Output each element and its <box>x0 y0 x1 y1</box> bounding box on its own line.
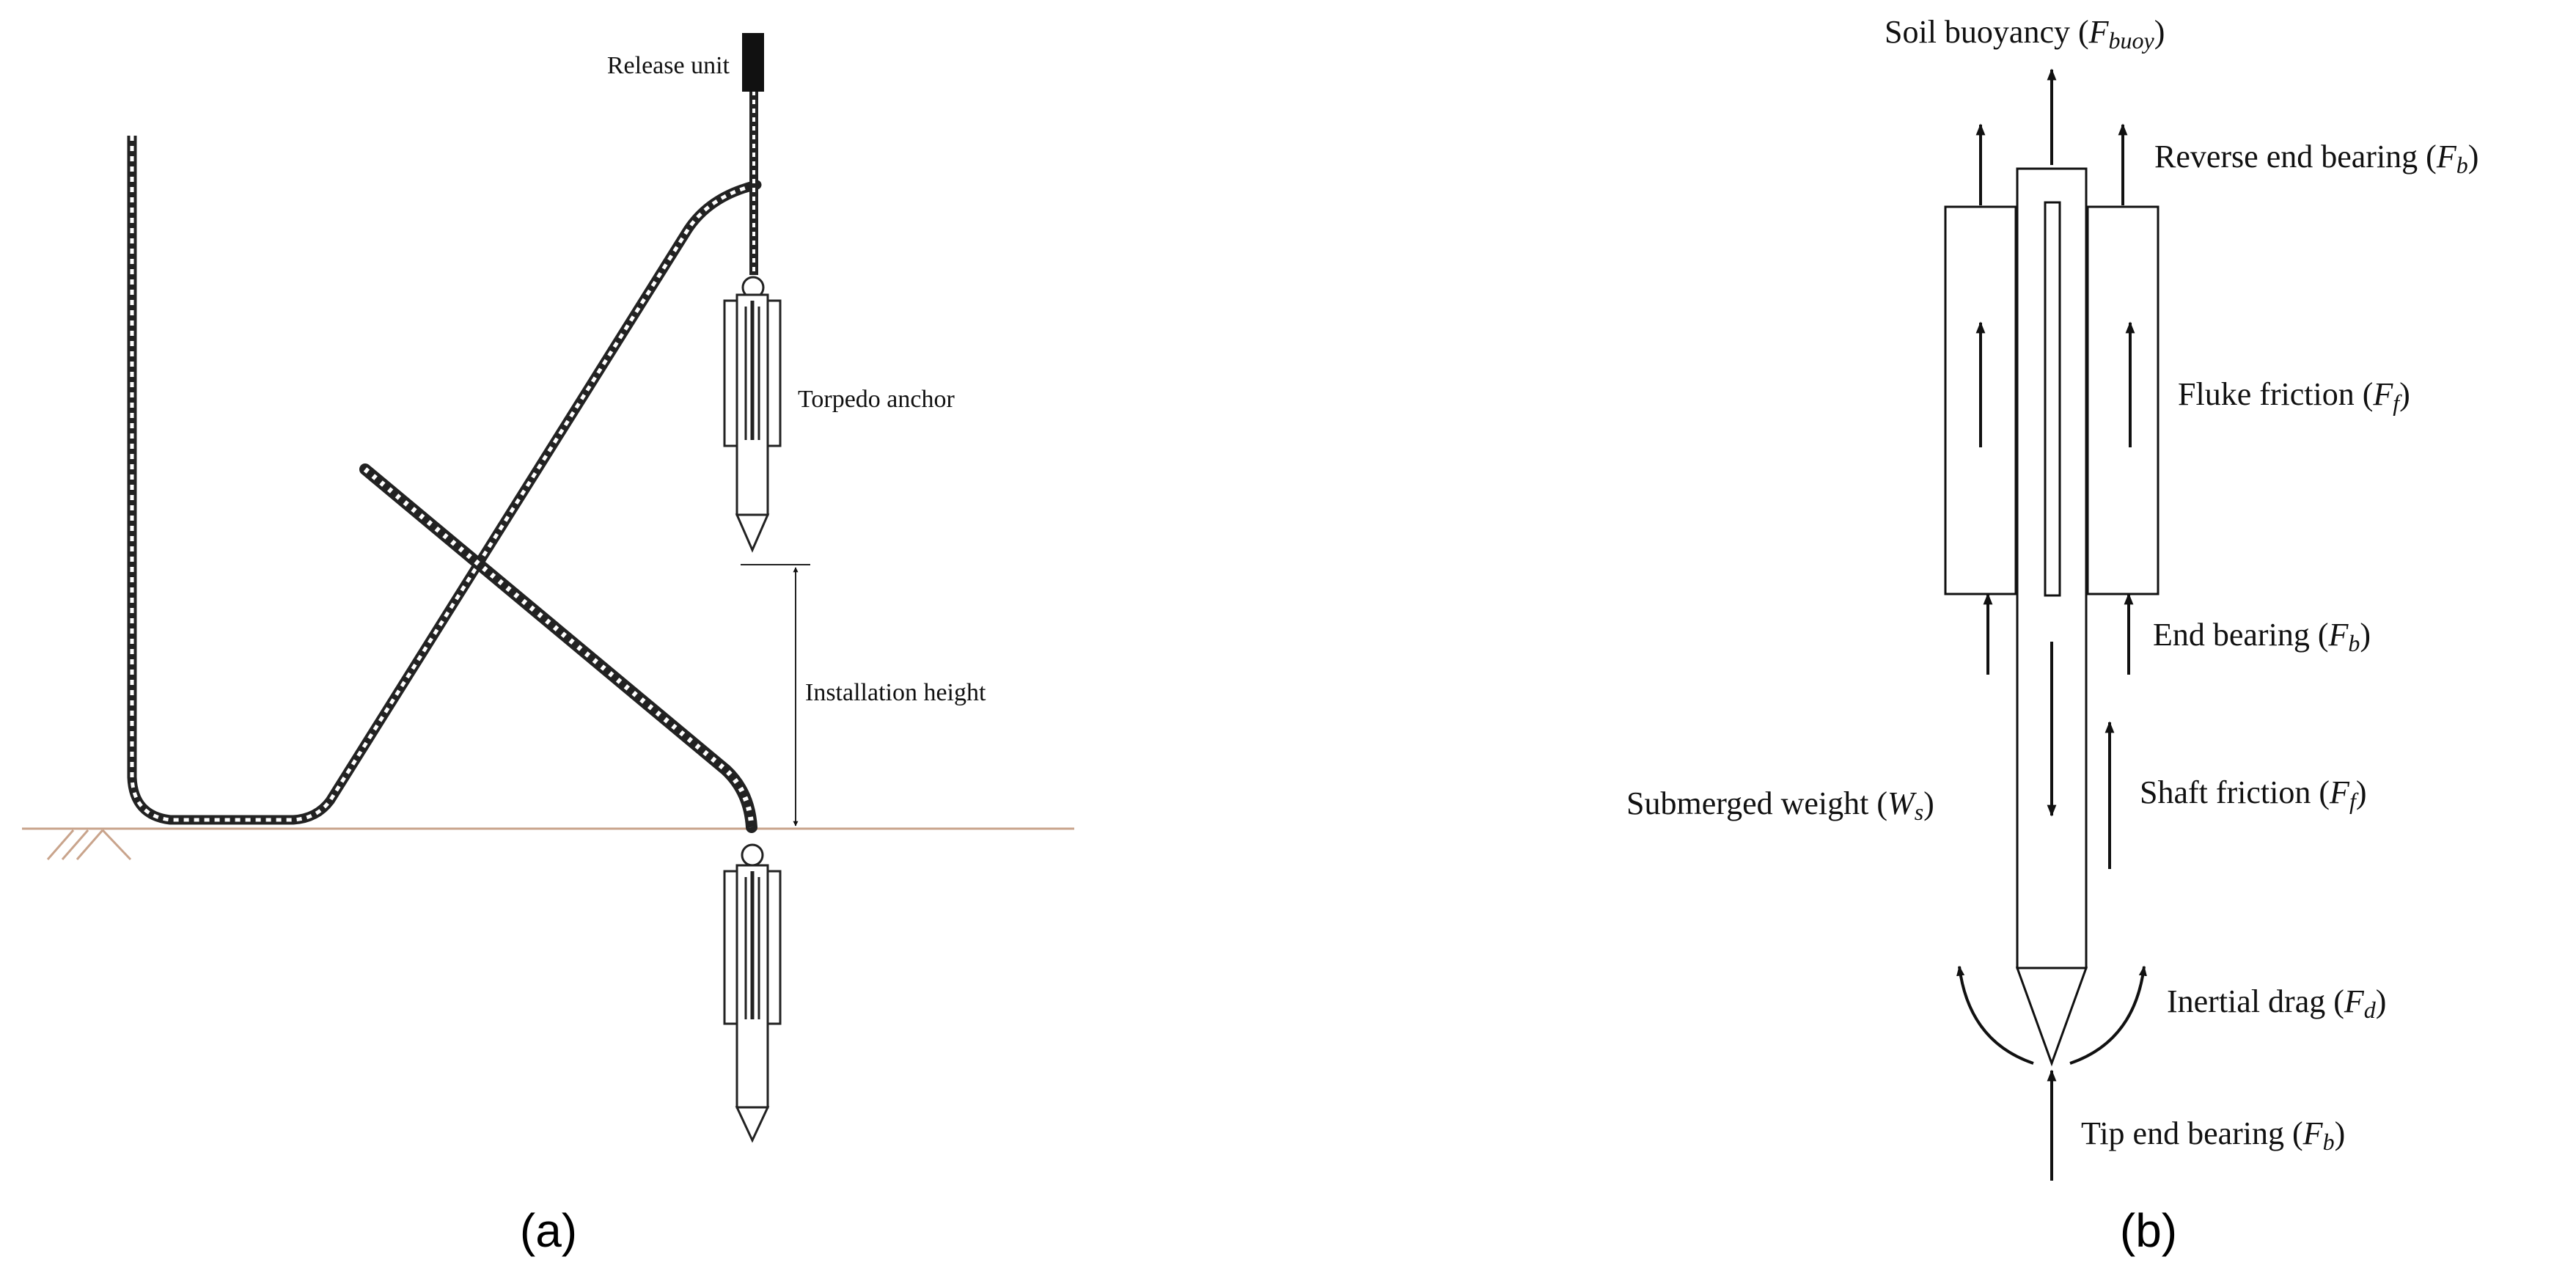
force-arrows <box>1956 68 2147 1181</box>
anchor-tip <box>2015 967 2088 1067</box>
panel-b-caption: (b) <box>2120 1204 2177 1257</box>
submerged-weight-label: Submerged weight (Ws) <box>1626 785 1934 825</box>
torpedo-anchor-label: Torpedo anchor <box>798 386 955 413</box>
torpedo-anchor-embedded <box>723 843 782 1143</box>
release-unit <box>742 33 764 92</box>
shaft-friction-label: Shaft friction (Ff) <box>2140 774 2366 814</box>
seabed-hatch <box>46 829 132 861</box>
inertial-drag-label: Inertial drag (Fd) <box>2167 983 2386 1023</box>
right-fluke <box>2086 205 2159 595</box>
release-unit-label: Release unit <box>607 52 730 79</box>
installation-height-label: Installation height <box>805 679 986 706</box>
anchor-diagram <box>1944 167 2159 1067</box>
fluke-friction-label: Fluke friction (Ff) <box>2178 376 2410 416</box>
panel-a-caption: (a) <box>520 1204 577 1257</box>
mooring-chain-diagonal <box>359 463 757 833</box>
reverse-end-bearing-label: Reverse end bearing (Fb) <box>2154 139 2478 178</box>
mooring-chain-left <box>127 136 762 825</box>
central-slot <box>2044 201 2061 597</box>
soil-buoyancy-label: Soil buoyancy (Fbuoy) <box>1885 14 2165 54</box>
panel-b: Soil buoyancy (Fbuoy) Reverse end bearin… <box>1626 14 2478 1257</box>
torpedo-anchor-upper <box>723 276 782 553</box>
inertial-drag-arrow-left <box>1956 965 2034 1065</box>
inertial-drag-arrow-right <box>2069 965 2147 1065</box>
tip-end-bearing-label: Tip end bearing (Fb) <box>2081 1115 2345 1155</box>
end-bearing-label: End bearing (Fb) <box>2153 617 2371 656</box>
panel-a: Release unit Torpedo anchor Installation… <box>22 33 1074 1257</box>
